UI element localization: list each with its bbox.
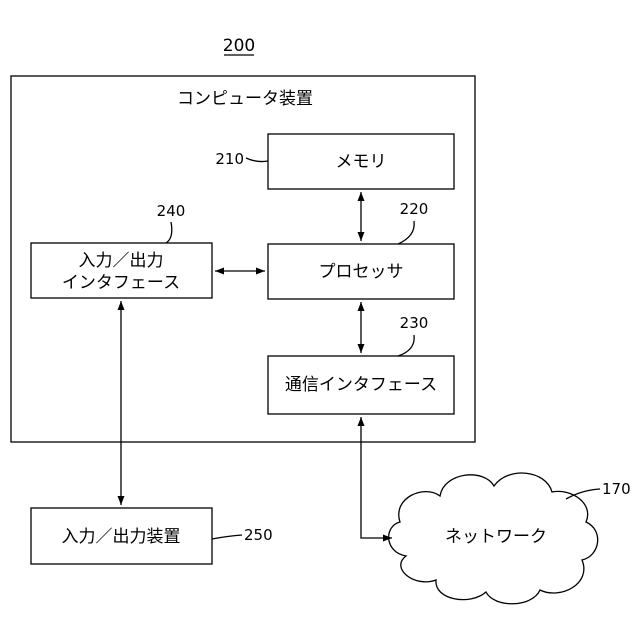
comm-interface-label: 通信インタフェース (285, 375, 437, 395)
computer-device-title: コンピュータ装置 (177, 89, 313, 109)
io-device-label: 入力／出力装置 (62, 527, 181, 547)
processor-label: プロセッサ (319, 262, 404, 282)
memory-ref: 210 (215, 150, 244, 168)
io-device-leader-line (212, 535, 242, 539)
memory-label: メモリ (336, 152, 387, 172)
figure-ref: 200 (223, 36, 255, 56)
io-interface-label-line2: インタフェース (62, 273, 180, 293)
processor-ref: 220 (400, 200, 429, 218)
io-device-ref: 250 (244, 526, 273, 544)
io-interface-ref: 240 (157, 202, 186, 220)
network-ref: 170 (602, 480, 631, 498)
io-interface-label-line1: 入力／出力 (79, 251, 164, 271)
comm-interface-ref: 230 (400, 314, 429, 332)
network-label: ネットワーク (445, 527, 547, 547)
